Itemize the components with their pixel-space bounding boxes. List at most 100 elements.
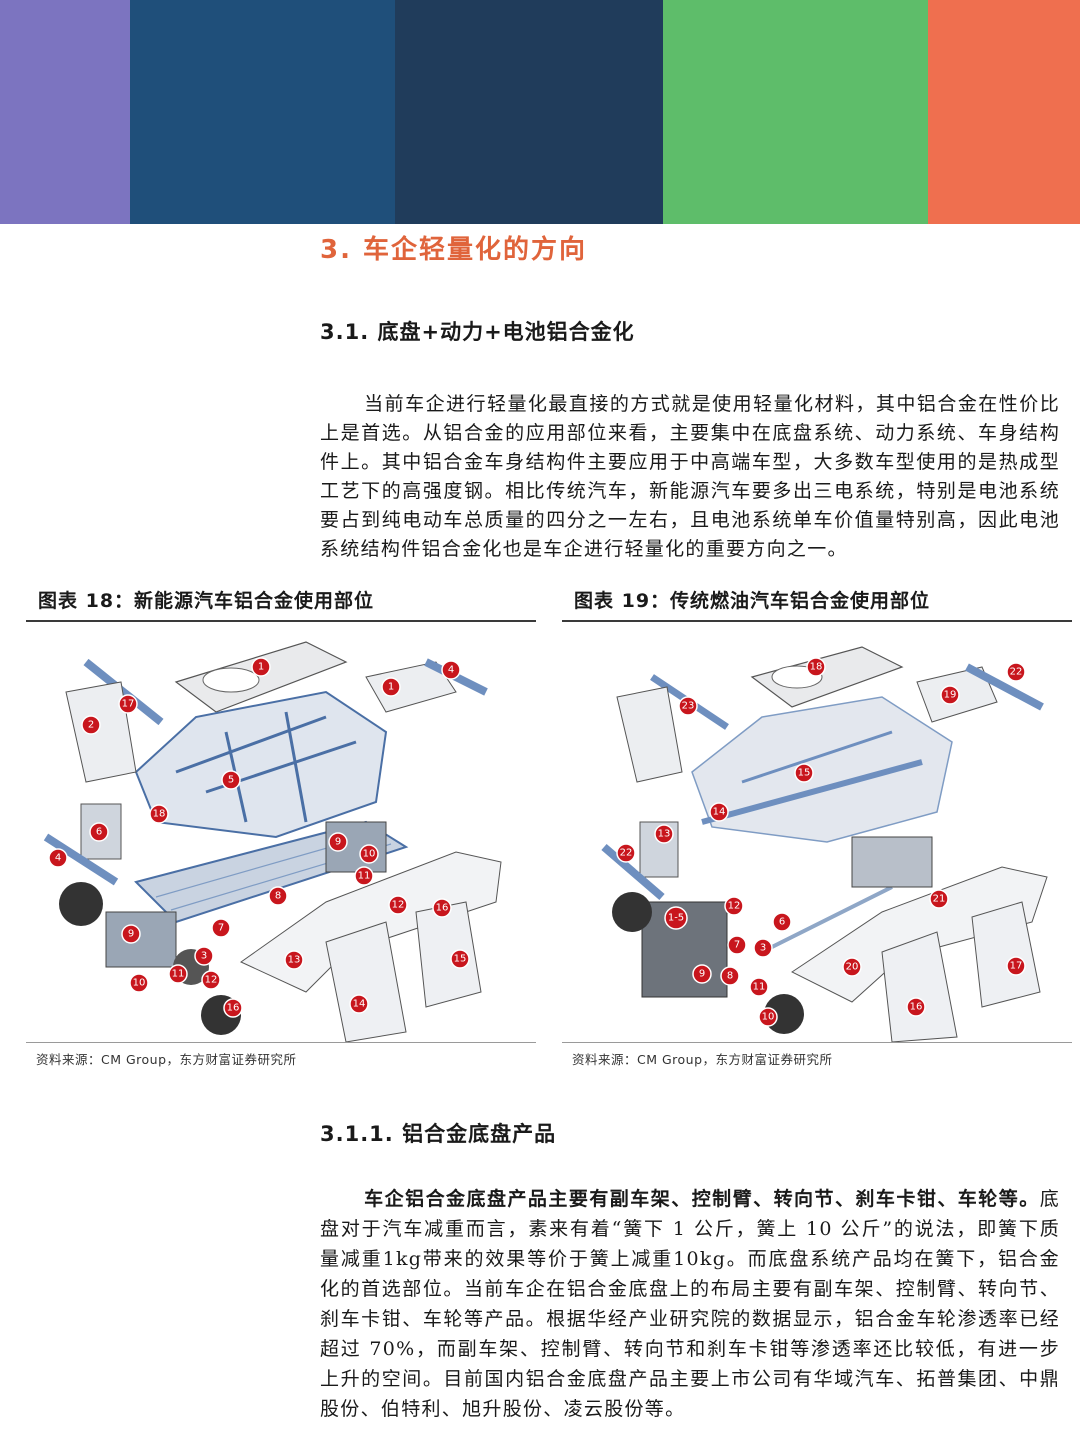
svg-text:13: 13 [658,829,671,840]
marker-1: 1 [251,657,271,677]
svg-text:17: 17 [1010,961,1023,972]
figure-18-caption: 图表 18：新能源汽车铝合金使用部位 [26,588,536,622]
svg-text:11: 11 [753,982,766,993]
marker-1-5: 1-5 [664,906,688,930]
marker-21: 21 [929,889,949,909]
section-title: 3. 车企轻量化的方向 [320,235,588,265]
marker-19: 19 [940,685,960,705]
svg-text:23: 23 [682,701,695,712]
marker-17: 17 [118,694,138,714]
marker-1: 1 [381,677,401,697]
intro-paragraph-text: 当前车企进行轻量化最直接的方式就是使用轻量化材料，其中铝合金在性价比上是首选。从… [320,393,1060,560]
svg-text:14: 14 [353,999,366,1010]
svg-text:12: 12 [205,975,218,986]
svg-text:16: 16 [436,903,449,914]
intro-paragraph: 当前车企进行轻量化最直接的方式就是使用轻量化材料，其中铝合金在性价比上是首选。从… [320,390,1060,564]
svg-text:15: 15 [454,954,467,965]
stripe-navy [395,0,663,224]
marker-18: 18 [806,657,826,677]
marker-11: 11 [354,866,374,886]
svg-text:22: 22 [1010,667,1023,678]
svg-text:4: 4 [448,665,454,676]
svg-text:16: 16 [227,1003,240,1014]
stripe-green [663,0,928,224]
marker-9: 9 [121,924,141,944]
stripe-purple [0,0,130,224]
svg-text:9: 9 [699,969,705,980]
svg-text:12: 12 [728,901,741,912]
marker-15: 15 [794,763,814,783]
figure-18-source: 资料来源：CM Group，东方财富证券研究所 [36,1052,297,1067]
marker-8: 8 [268,886,288,906]
ice-exploded-diagram: 18 22 19 23 15 14 13 22 12 1-5 6 7 3 9 8… [601,646,1048,1042]
marker-6: 6 [89,822,109,842]
marker-2: 2 [81,715,101,735]
marker-5: 5 [221,770,241,790]
svg-text:9: 9 [335,837,341,848]
figure-19-caption: 图表 19：传统燃油汽车铝合金使用部位 [562,588,1072,622]
svg-text:1: 1 [388,682,394,693]
svg-text:20: 20 [846,962,859,973]
marker-10: 10 [129,973,149,993]
svg-text:1: 1 [258,662,264,673]
svg-text:22: 22 [620,848,633,859]
svg-text:8: 8 [727,971,733,982]
svg-text:7: 7 [218,923,224,934]
svg-text:2: 2 [88,720,94,731]
figure-19: 图表 19：传统燃油汽车铝合金使用部位 [562,588,1072,1068]
marker-10: 10 [359,844,379,864]
marker-13: 13 [284,950,304,970]
svg-text:6: 6 [96,827,102,838]
svg-text:10: 10 [762,1012,775,1023]
svg-text:15: 15 [798,768,811,779]
marker-16: 16 [223,998,243,1018]
marker-9: 9 [328,832,348,852]
marker-18: 18 [149,804,169,824]
svg-text:10: 10 [363,849,376,860]
marker-23: 23 [678,696,698,716]
stripe-blue [130,0,395,224]
figure-19-image: 18 22 19 23 15 14 13 22 12 1-5 6 7 3 9 8… [562,622,1072,1043]
marker-14: 14 [709,802,729,822]
svg-text:11: 11 [172,969,185,980]
header-color-band [0,0,1080,224]
marker-12: 12 [388,895,408,915]
marker-22: 22 [1006,662,1026,682]
figure-18-image: 1 1 4 17 2 5 18 6 4 9 10 11 8 7 9 3 10 1… [26,622,536,1043]
marker-12: 12 [201,970,221,990]
marker-4: 4 [441,660,461,680]
marker-11: 11 [168,964,188,984]
subsection-title-chassis-power-battery: 3.1. 底盘+动力+电池铝合金化 [320,320,635,344]
marker-3: 3 [194,946,214,966]
chassis-paragraph-body: 底盘对于汽车减重而言，素来有着“簧下 1 公斤，簧上 10 公斤”的说法，即簧下… [320,1188,1060,1420]
figure-19-source: 资料来源：CM Group，东方财富证券研究所 [572,1052,833,1067]
marker-17: 17 [1006,956,1026,976]
marker-12: 12 [724,896,744,916]
svg-text:6: 6 [779,917,785,928]
svg-text:1-5: 1-5 [668,913,684,924]
svg-text:14: 14 [713,807,726,818]
chassis-paragraph: 车企铝合金底盘产品主要有副车架、控制臂、转向节、刹车卡钳、车轮等。底盘对于汽车减… [320,1184,1060,1424]
svg-text:3: 3 [201,951,207,962]
svg-text:8: 8 [275,891,281,902]
marker-10: 10 [758,1007,778,1027]
svg-text:16: 16 [910,1002,923,1013]
marker-4: 4 [48,848,68,868]
figure-18: 图表 18：新能源汽车铝合金使用部位 [26,588,536,1068]
svg-text:17: 17 [122,699,135,710]
marker-3: 3 [753,938,773,958]
ev-exploded-diagram: 1 1 4 17 2 5 18 6 4 9 10 11 8 7 9 3 10 1… [43,641,502,1042]
stripe-orange [928,0,1080,224]
svg-text:18: 18 [810,662,823,673]
marker-6: 6 [772,912,792,932]
marker-15: 15 [450,949,470,969]
marker-16: 16 [906,997,926,1017]
svg-text:7: 7 [734,940,740,951]
marker-9: 9 [692,964,712,984]
svg-text:10: 10 [133,978,146,989]
marker-7: 7 [211,918,231,938]
svg-text:3: 3 [760,943,766,954]
chassis-paragraph-lead: 车企铝合金底盘产品主要有副车架、控制臂、转向节、刹车卡钳、车轮等。 [364,1188,1040,1210]
marker-20: 20 [842,957,862,977]
svg-text:11: 11 [358,871,371,882]
